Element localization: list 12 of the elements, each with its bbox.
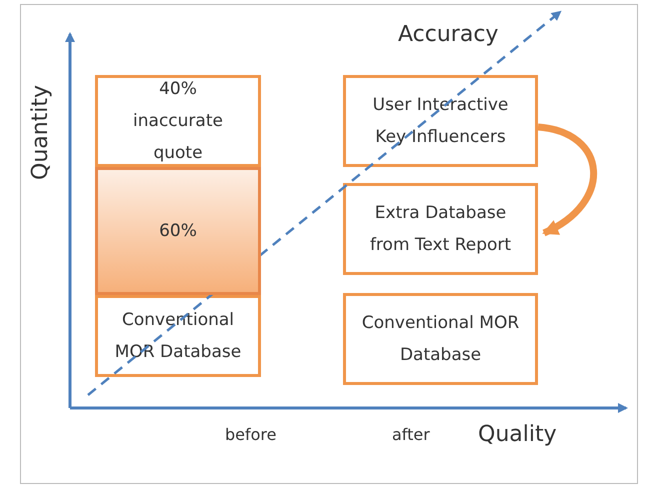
axis-title: Accuracy	[398, 22, 498, 47]
database-box: Conventional MOR Database	[95, 295, 261, 377]
influencer-box: User Interactive Key Influencers	[343, 75, 538, 167]
axis-title: Quantity	[28, 84, 53, 180]
share-box: 60%	[95, 167, 261, 295]
curved-arrow	[537, 124, 597, 236]
database-box: Conventional MOR Database	[343, 293, 538, 385]
axis-title: Quality	[478, 422, 557, 447]
axis-label: after	[392, 425, 430, 444]
database-box: Extra Database from Text Report	[343, 183, 538, 275]
quote-share-box: 40% inaccurate quote	[95, 75, 261, 167]
axis-label: before	[225, 425, 276, 444]
